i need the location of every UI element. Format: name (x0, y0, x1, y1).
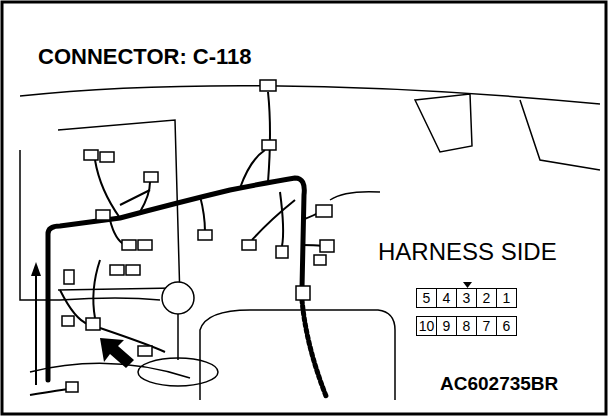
pin-cell: 8 (456, 316, 477, 336)
shift-stick (177, 314, 179, 360)
connector (100, 152, 114, 162)
connector (110, 265, 124, 275)
pin-number: 6 (503, 319, 511, 333)
branch (140, 182, 150, 212)
pin-cell: 9 (436, 316, 457, 336)
connector (242, 240, 256, 250)
connector (260, 80, 276, 91)
title: CONNECTOR: C-118 (38, 46, 252, 68)
dash-top (20, 86, 600, 104)
pin-cell: 10 (416, 316, 437, 336)
target-connector (86, 318, 100, 330)
pin-number: 3 (463, 291, 471, 305)
connector (320, 240, 334, 252)
connector (84, 150, 98, 160)
connector (96, 210, 110, 220)
pin-number: 5 (423, 291, 431, 305)
vent (415, 94, 472, 152)
location-arrow (100, 338, 134, 368)
connector (122, 240, 136, 250)
connector (262, 140, 276, 150)
pin-cell: 1 (496, 288, 517, 308)
stack-lower (58, 288, 175, 290)
connector (144, 172, 158, 182)
connector (138, 240, 152, 250)
guide-line (35, 272, 37, 385)
figure-code: AC602735BR (440, 374, 558, 393)
connector (62, 316, 74, 326)
shift-knob (162, 282, 194, 314)
connector (64, 270, 74, 284)
pin-cell: 3 (456, 288, 477, 308)
pin-number: 8 (463, 319, 471, 333)
connector (138, 346, 152, 356)
shift-boot (138, 358, 218, 386)
branch (268, 92, 270, 182)
connector (126, 265, 140, 275)
view-label: HARNESS SIDE (378, 240, 557, 264)
floor-tunnel (30, 363, 190, 378)
branch (240, 150, 265, 188)
dash-lower (330, 192, 380, 200)
harness-tail (302, 300, 326, 396)
branch (280, 192, 283, 246)
pin-cell: 6 (496, 316, 517, 336)
branch (93, 260, 100, 318)
branch (302, 245, 322, 246)
center-stack (58, 120, 180, 300)
connector (314, 255, 326, 265)
console (200, 310, 395, 400)
harness-trunk (48, 178, 304, 380)
connector (316, 205, 332, 217)
branch (252, 200, 295, 240)
connector (66, 382, 78, 392)
pin-cell: 5 (416, 288, 437, 308)
branch (120, 190, 150, 205)
branch (200, 196, 205, 232)
connector (296, 286, 310, 300)
pin-cell: 4 (436, 288, 457, 308)
connector (276, 246, 288, 258)
pin-number: 1 (503, 291, 511, 305)
harness-branches (30, 92, 322, 395)
pin-number: 7 (483, 319, 491, 333)
pin-number: 2 (483, 291, 491, 305)
stack-shelf (60, 298, 160, 300)
pin-number: 9 (443, 319, 451, 333)
dashboard-outline (20, 86, 600, 400)
main-harness (48, 178, 326, 396)
pin-number: 4 (443, 291, 451, 305)
connector (198, 230, 212, 240)
arrow-head (31, 262, 41, 276)
pin-cell: 2 (476, 288, 497, 308)
pin-cell: 7 (476, 316, 497, 336)
dash-right (520, 100, 600, 170)
small-connectors (62, 80, 334, 392)
pin-number: 10 (419, 319, 435, 333)
